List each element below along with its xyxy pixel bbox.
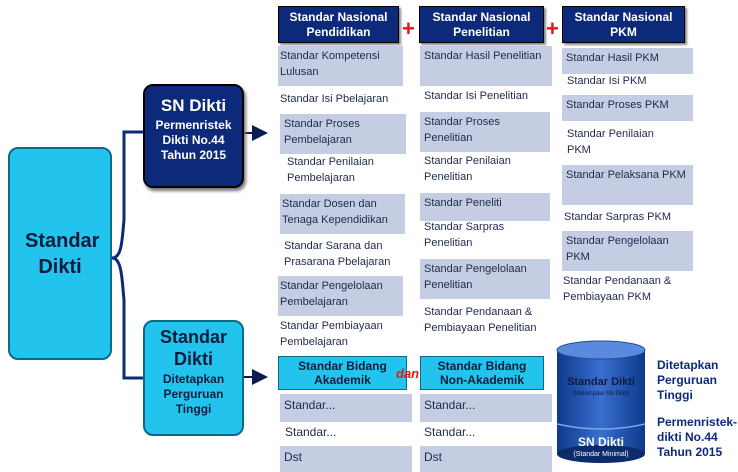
pendidikan-item: Standar Sarana dan Prasarana Pbelajaran [284,240,391,268]
pkm-item: Standar Pengelolaan PKM [562,231,693,271]
pendidikan-item: Standar Isi Pbelajaran [280,93,389,105]
pendidikan-item: Standar Kompetensi Lulusan [278,46,403,86]
header-pendidikan-label: Standar Nasional Pendidikan [289,9,388,39]
standar-dikti-pt-title: Standar Dikti [159,327,228,369]
pendidikan-item: Standar Dosen dan Tenaga Kependidikan [280,194,405,234]
pendidikan-item: Standar Penilaian Pembelajaran [287,156,374,184]
pkm-item: Standar Sarpras PKM [564,211,671,223]
cylinder-bottom-title: SN Dikti [577,435,624,449]
pkm-item: Standar Proses PKM [562,95,693,121]
standar-dikti-main-box: Standar Dikti [8,147,112,360]
pkm-item: Standar Hasil PKM [562,48,693,74]
sn-dikti-box: SN Dikti Permenristek Dikti No.44 Tahun … [143,84,244,188]
header-bidang-akademik-label: Standar Bidang Akademik [298,359,387,387]
dan-label: dan [396,366,420,381]
header-penelitian-label: Standar Nasional Penelitian [432,9,531,39]
akademik-item: Standar... [280,394,412,422]
penelitian-item: Standar Pengelolaan Penelitian [420,259,550,299]
header-pkm: Standar Nasional PKM [562,6,685,43]
main-box-label: Standar Dikti [25,229,100,278]
pendidikan-item: Standar Pengelolaan Pembelajaran [278,276,403,316]
akademik-item: Dst [280,446,412,472]
header-bidang-akademik: Standar Bidang Akademik [278,356,407,390]
plus-symbol-1: + [402,16,415,41]
sn-dikti-sub: Permenristek Dikti No.44 Tahun 2015 [155,118,232,162]
non-akademik-item: Dst [420,446,552,472]
header-pendidikan: Standar Nasional Pendidikan [278,6,399,43]
pkm-item: Standar Penilaian PKM [567,128,654,156]
header-pkm-label: Standar Nasional PKM [574,9,673,39]
note-permen: Permenristek-dikti No.44 Tahun 2015 [657,415,738,459]
penelitian-item: Standar Peneliti [420,193,550,221]
pendidikan-item: Standar Pembiayaan Pembelajaran [280,320,383,348]
penelitian-item: Standar Hasil Penelitian [420,46,552,86]
pkm-item: Standar Pendanaan & Pembiayaan PKM [563,275,672,303]
penelitian-item: Standar Pendanaan & Pembiayaan Penelitia… [424,306,537,334]
pkm-item: Standar Pelaksana PKM [562,165,693,205]
non-akademik-item: Standar... [424,425,476,439]
akademik-item: Standar... [285,425,337,439]
penelitian-item: Standar Sarpras Penelitian [424,221,505,249]
penelitian-item: Standar Penilaian Penelitian [424,155,511,183]
cylinder-top-title: Standar Dikti [567,376,635,388]
cylinder-top-sub: (Melampaui SN Dikti) [572,391,630,397]
penelitian-item: Standar Isi Penelitian [424,90,528,102]
plus-symbol-2: + [546,16,559,41]
note-ditetapkan: Ditetapkan Perguruan Tinggi [657,358,719,402]
penelitian-item: Standar Proses Penelitian [420,112,550,152]
standar-dikti-pt-box: Standar Dikti Ditetapkan Perguruan Tingg… [143,320,244,436]
header-bidang-non-akademik: Standar Bidang Non-Akademik [420,356,544,390]
pkm-item: Standar Isi PKM [567,75,647,87]
sn-dikti-title: SN Dikti [160,96,227,115]
header-bidang-non-akademik-label: Standar Bidang Non-Akademik [437,359,527,387]
cylinder-bottom-sub: (Standar Minimal) [573,451,629,458]
non-akademik-item: Standar... [420,394,552,422]
standar-dikti-pt-sub: Ditetapkan Perguruan Tinggi [162,372,225,416]
header-penelitian: Standar Nasional Penelitian [419,6,544,43]
pendidikan-item: Standar Proses Pembelajaran [280,114,406,154]
standards-cylinder [556,340,646,463]
